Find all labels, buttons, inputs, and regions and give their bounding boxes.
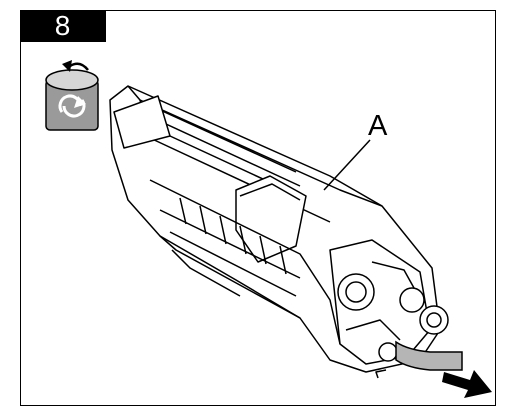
callout-leader-line [323, 139, 371, 191]
seal-tape [395, 340, 463, 371]
part-callout-label: A [368, 110, 388, 142]
toner-cartridge [109, 85, 449, 379]
recycle-cylinder-icon [45, 60, 99, 131]
step-number-badge: 8 [20, 10, 106, 42]
pull-arrow-icon [442, 370, 492, 398]
